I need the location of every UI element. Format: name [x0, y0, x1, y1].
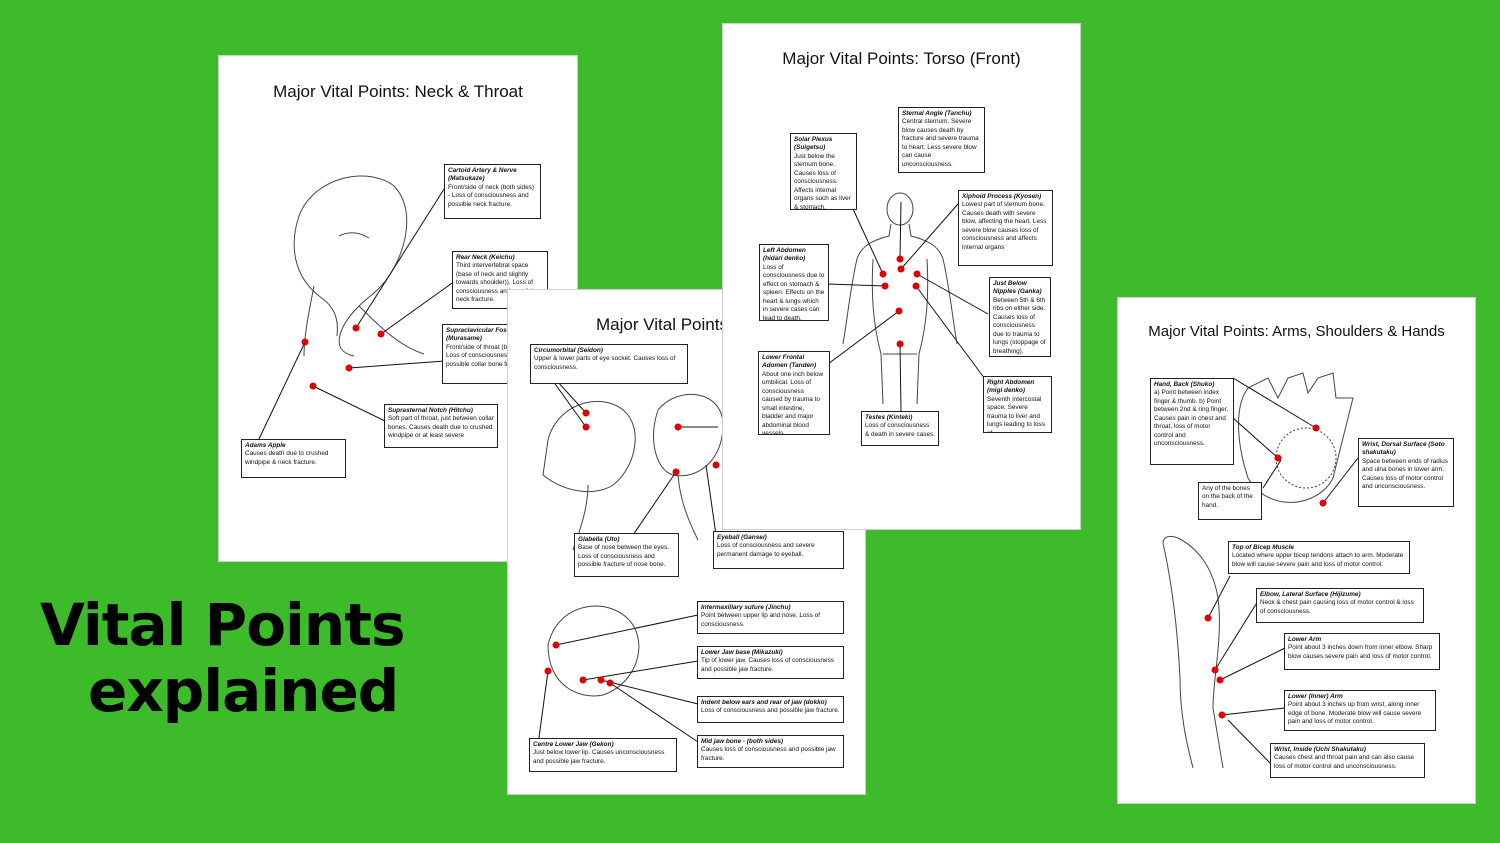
label-box: Circumorbital (Seidon)Upper & lower part…: [530, 344, 688, 384]
sheet-title: Major Vital Points: Neck & Throat: [273, 82, 523, 101]
label-box: Just Below Nipples (Ganka)Between 5th & …: [989, 277, 1051, 357]
label-box: Left Abdomen (hidari denko)Loss of consc…: [759, 244, 829, 321]
neck-illustration: [258, 175, 456, 440]
label-box: Wrist, Dorsal Surface (Soto shakutaku)Sp…: [1358, 438, 1454, 507]
arms-illustration: [1162, 372, 1359, 769]
label-box: Mid jaw bone - (both sides)Causes loss o…: [697, 735, 844, 768]
label-box: Sternal Angle (Tanchu)Central sternum. S…: [898, 107, 985, 173]
label-box: Intermaxillary suture (Jinchu)Point betw…: [697, 601, 844, 634]
label-box: Solar Plexus (Suigetsu)Just below the st…: [790, 133, 857, 210]
label-box: Xiphoid Process (Kyosen)Lowest part of s…: [958, 190, 1053, 266]
vital-point: [1204, 614, 1212, 622]
vital-point: [582, 409, 590, 417]
vital-point: [552, 641, 560, 649]
label-box: Wrist, Inside (Uchi Shakutaku)Causes che…: [1270, 743, 1425, 778]
label-box: Glabella (Uto)Base of nose between the e…: [574, 533, 679, 577]
vital-point: [1319, 499, 1327, 507]
head-illustration: [537, 359, 724, 746]
vital-point: [345, 364, 353, 372]
vital-point: [1274, 454, 1282, 462]
vital-point: [377, 330, 385, 338]
label-box: Lower Frontal Adomen (Tanden)About one i…: [758, 351, 830, 435]
label-box: Rear Neck (Keichu)Third intervertebral s…: [452, 251, 548, 309]
vital-point: [896, 340, 904, 348]
sheet-torso: Major Vital Points: Torso (Front): [723, 24, 1080, 529]
vital-point: [597, 676, 605, 684]
label-box: Suprasternal Notch (Hitchu)Soft part of …: [384, 404, 498, 448]
vital-point: [1216, 676, 1224, 684]
vital-point: [352, 324, 360, 332]
label-box: Eyeball (Gansei)Loss of consciousness an…: [713, 531, 844, 569]
vital-point: [674, 423, 682, 431]
vital-point: [582, 423, 590, 431]
torso-illustration: [827, 192, 989, 413]
vital-point: [606, 679, 614, 687]
vital-point: [897, 265, 905, 273]
vital-point: [1312, 424, 1320, 432]
headline-line2: explained: [88, 657, 399, 725]
vital-point: [579, 676, 587, 684]
vital-point: [712, 461, 720, 469]
sheet-title: Major Vital Points: Torso (Front): [782, 49, 1021, 68]
vital-point: [895, 307, 903, 315]
vital-point: [301, 338, 309, 346]
vital-point: [1218, 711, 1226, 719]
vital-point: [1211, 666, 1219, 674]
label-box: Right Abdomen (migi denko)Seventh interc…: [983, 376, 1052, 433]
vital-point: [896, 255, 904, 263]
label-box: Any of the bones on the back of the hand…: [1198, 482, 1262, 520]
vital-point: [912, 282, 920, 290]
label-box: Lower Jaw base (Mikazuki)Tip of lower ja…: [697, 646, 844, 679]
vital-point: [309, 382, 317, 390]
label-box: Indent below ears and rear of jaw (dokko…: [697, 696, 844, 723]
headline: Vital Points explained: [40, 591, 405, 725]
vital-point: [881, 282, 889, 290]
vital-point: [672, 468, 680, 476]
label-box: Cartoid Artery & Nerve (Matsukaze)Front/…: [444, 164, 541, 219]
sheet-title: Major Vital Points: Arms, Shoulders & Ha…: [1148, 323, 1445, 340]
label-box: Testes (Kinteki)Loss of consciousness & …: [861, 411, 939, 446]
vital-point: [913, 270, 921, 278]
headline-line1: Vital Points: [40, 591, 405, 659]
label-box: Elbow, Lateral Surface (Hijizume)Neck & …: [1256, 588, 1424, 623]
vital-point: [879, 270, 887, 278]
vital-point: [544, 667, 552, 675]
sheet-arms: Major Vital Points: Arms, Shoulders & Ha…: [1118, 298, 1475, 803]
label-box: Centre Lower Jaw (Gekon)Just below lower…: [529, 738, 677, 772]
label-box: Hand, Back (Shuko)a) Point between index…: [1150, 378, 1234, 465]
